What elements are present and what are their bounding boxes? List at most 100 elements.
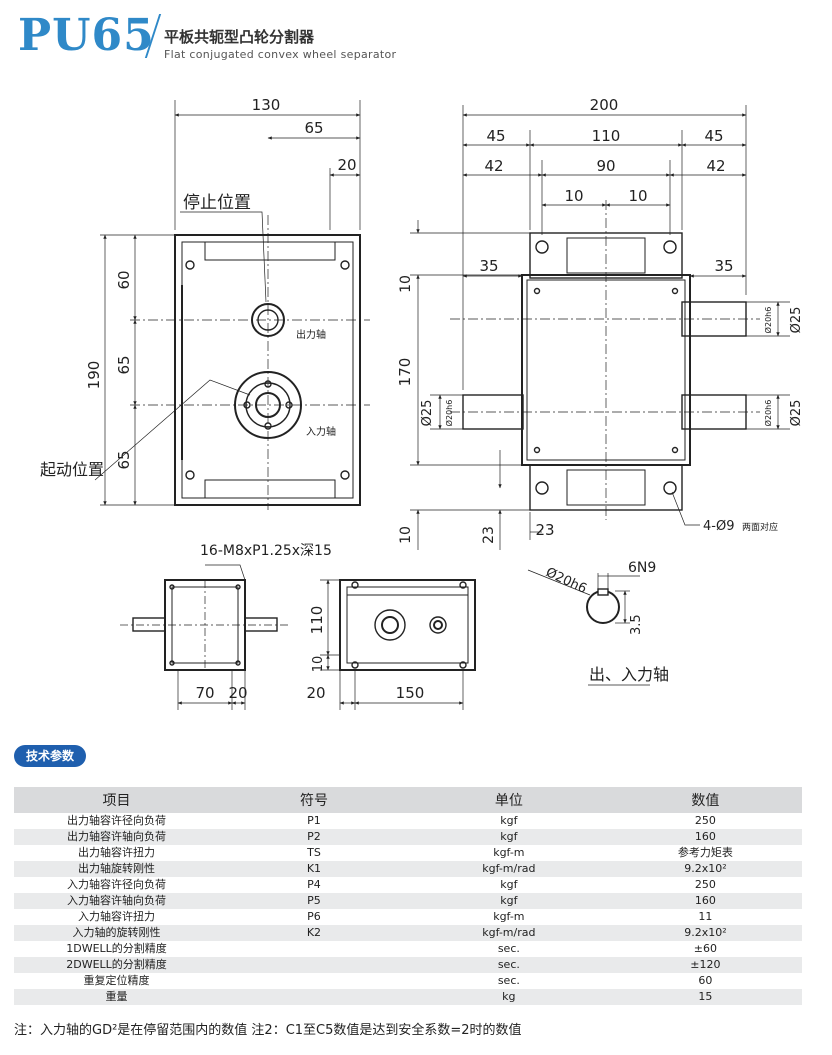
header-symbol: 符号 (219, 787, 409, 813)
front-dim-top: 60 (115, 270, 133, 289)
holes-callout: 4-Ø9 (703, 519, 734, 534)
side-dim-bot-23-horizontal: 23 (535, 521, 554, 539)
side-dim-bot-23-vertical: 23 (481, 526, 497, 544)
model-number: PU65 (18, 10, 155, 61)
cell-value: 160 (608, 893, 802, 909)
cell-unit: kgf-m (408, 845, 609, 861)
side-dim-mid-90: 90 (596, 157, 615, 175)
cell-value: 11 (608, 909, 802, 925)
table-row: 重复定位精度 sec.60 (14, 973, 802, 989)
thread-spec: 16-M8xP1.25x深15 (200, 543, 332, 559)
front-dim-offset: 20 (337, 156, 356, 174)
left-h6: Ø20h6 (444, 400, 454, 427)
cell-unit: sec. (408, 973, 609, 989)
start-position-label: 起动位置 (40, 460, 104, 479)
cell-value: 160 (608, 829, 802, 845)
cell-unit: kgf (408, 877, 609, 893)
side-dim-right-ext: 45 (704, 127, 723, 145)
input-shaft-label: 入力轴 (306, 425, 336, 438)
stop-position-label: 停止位置 (183, 193, 251, 213)
cell-unit: sec. (408, 941, 609, 957)
bottom-dim-20a: 20 (228, 684, 247, 702)
front-dim-width: 130 (252, 96, 281, 114)
cell-symbol (219, 973, 409, 989)
footnote: 注：入力轴的GD²是在停留范围内的数值 注2：C1至C5数值是达到安全系数=2时… (14, 1023, 522, 1038)
title-english: Flat conjugated convex wheel separator (164, 48, 397, 61)
side-dim-top-10: 10 (398, 275, 414, 293)
bottom-dim-10: 10 (311, 656, 326, 673)
cell-value: 250 (608, 813, 802, 829)
cell-item: 入力轴的旋转刚性 (14, 925, 220, 941)
cell-value: ±120 (608, 957, 802, 973)
cell-item: 出力轴容许扭力 (14, 845, 220, 861)
cell-symbol: P4 (219, 877, 409, 893)
cell-symbol (219, 941, 409, 957)
bottom-dim-110: 110 (308, 606, 326, 635)
side-dim-shaft-35-left: 35 (479, 257, 498, 275)
bottom-dim-150: 150 (396, 684, 425, 702)
cell-symbol: P5 (219, 893, 409, 909)
output-h6: Ø20h6 (763, 307, 773, 334)
left-phi25: Ø25 (420, 400, 435, 427)
side-dim-mid-170: 170 (396, 358, 414, 387)
cell-symbol: TS (219, 845, 409, 861)
side-view (462, 232, 747, 511)
shaft-diameter: Ø20h6 (543, 565, 589, 597)
output-shaft-label: 出力轴 (296, 328, 326, 341)
cell-symbol: P2 (219, 829, 409, 845)
side-dim-ten-b: 10 (628, 187, 647, 205)
side-dim-right-42: 42 (706, 157, 725, 175)
front-dim-half: 65 (304, 119, 323, 137)
cell-symbol (219, 989, 409, 1005)
cell-value: 参考力矩表 (608, 845, 802, 861)
cell-unit: kgf-m/rad (408, 925, 609, 941)
cell-value: 15 (608, 989, 802, 1005)
cell-symbol (219, 957, 409, 973)
cell-value: 60 (608, 973, 802, 989)
input-h6: Ø20h6 (763, 400, 773, 427)
cell-unit: kgf-m (408, 909, 609, 925)
cell-item: 2DWELL的分割精度 (14, 957, 220, 973)
cell-symbol: K2 (219, 925, 409, 941)
cell-unit: kgf-m/rad (408, 861, 609, 877)
side-dim-shaft-35-right: 35 (714, 257, 733, 275)
cell-item: 出力轴容许径向负荷 (14, 813, 220, 829)
spec-header-row: 项目 符号 单位 数值 (14, 787, 802, 813)
cell-value: 9.2x10² (608, 861, 802, 877)
shaft-caption: 出、入力轴 (589, 665, 669, 684)
side-dim-bot-10: 10 (398, 526, 414, 544)
cell-item: 入力轴容许扭力 (14, 909, 220, 925)
holes-note: 两面对应 (742, 521, 778, 533)
cell-unit: kgf (408, 813, 609, 829)
cell-item: 重复定位精度 (14, 973, 220, 989)
bottom-view-left (120, 579, 290, 671)
cell-symbol: P1 (219, 813, 409, 829)
cell-item: 1DWELL的分割精度 (14, 941, 220, 957)
shaft-depth: 3.5 (629, 614, 644, 635)
header-unit: 单位 (408, 787, 609, 813)
front-view (174, 234, 361, 506)
cell-unit: kgf (408, 893, 609, 909)
cell-item: 重量 (14, 989, 220, 1005)
cell-symbol: K1 (219, 861, 409, 877)
side-dim-body: 110 (592, 127, 621, 145)
bottom-dim-70: 70 (195, 684, 214, 702)
technical-drawings: 130 65 20 190 60 65 65 停止位置 起动位置 出力轴 入力轴 (40, 96, 804, 710)
side-dim-left-42: 42 (484, 157, 503, 175)
cell-value: 250 (608, 877, 802, 893)
front-dim-mid: 65 (115, 355, 133, 374)
front-dim-bottom: 65 (115, 450, 133, 469)
side-dim-ten-a: 10 (564, 187, 583, 205)
shaft-key: 6N9 (628, 560, 656, 576)
cell-item: 入力轴容许径向负荷 (14, 877, 220, 893)
cell-unit: sec. (408, 957, 609, 973)
